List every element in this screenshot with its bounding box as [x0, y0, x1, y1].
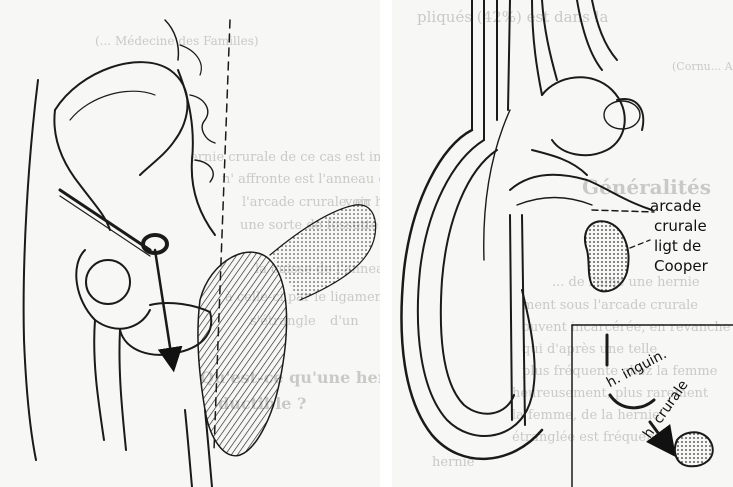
- iliac-wing: [55, 62, 188, 175]
- pelvis-drawing: [0, 0, 380, 487]
- femoral-hernia-illustration: pliqués (42%) est dans la (Cornu... Anag…: [392, 0, 733, 487]
- pelvis-hernia-illustration: (... Médecine des Familles) ernie crural…: [0, 0, 380, 487]
- label-arcade: arcade: [650, 198, 701, 215]
- label-crurale: crurale: [654, 218, 707, 235]
- panel-gutter: [380, 0, 392, 487]
- label-ligt-de: ligt de: [654, 238, 701, 255]
- label-cooper: Cooper: [654, 258, 708, 275]
- body-outline: [24, 80, 38, 460]
